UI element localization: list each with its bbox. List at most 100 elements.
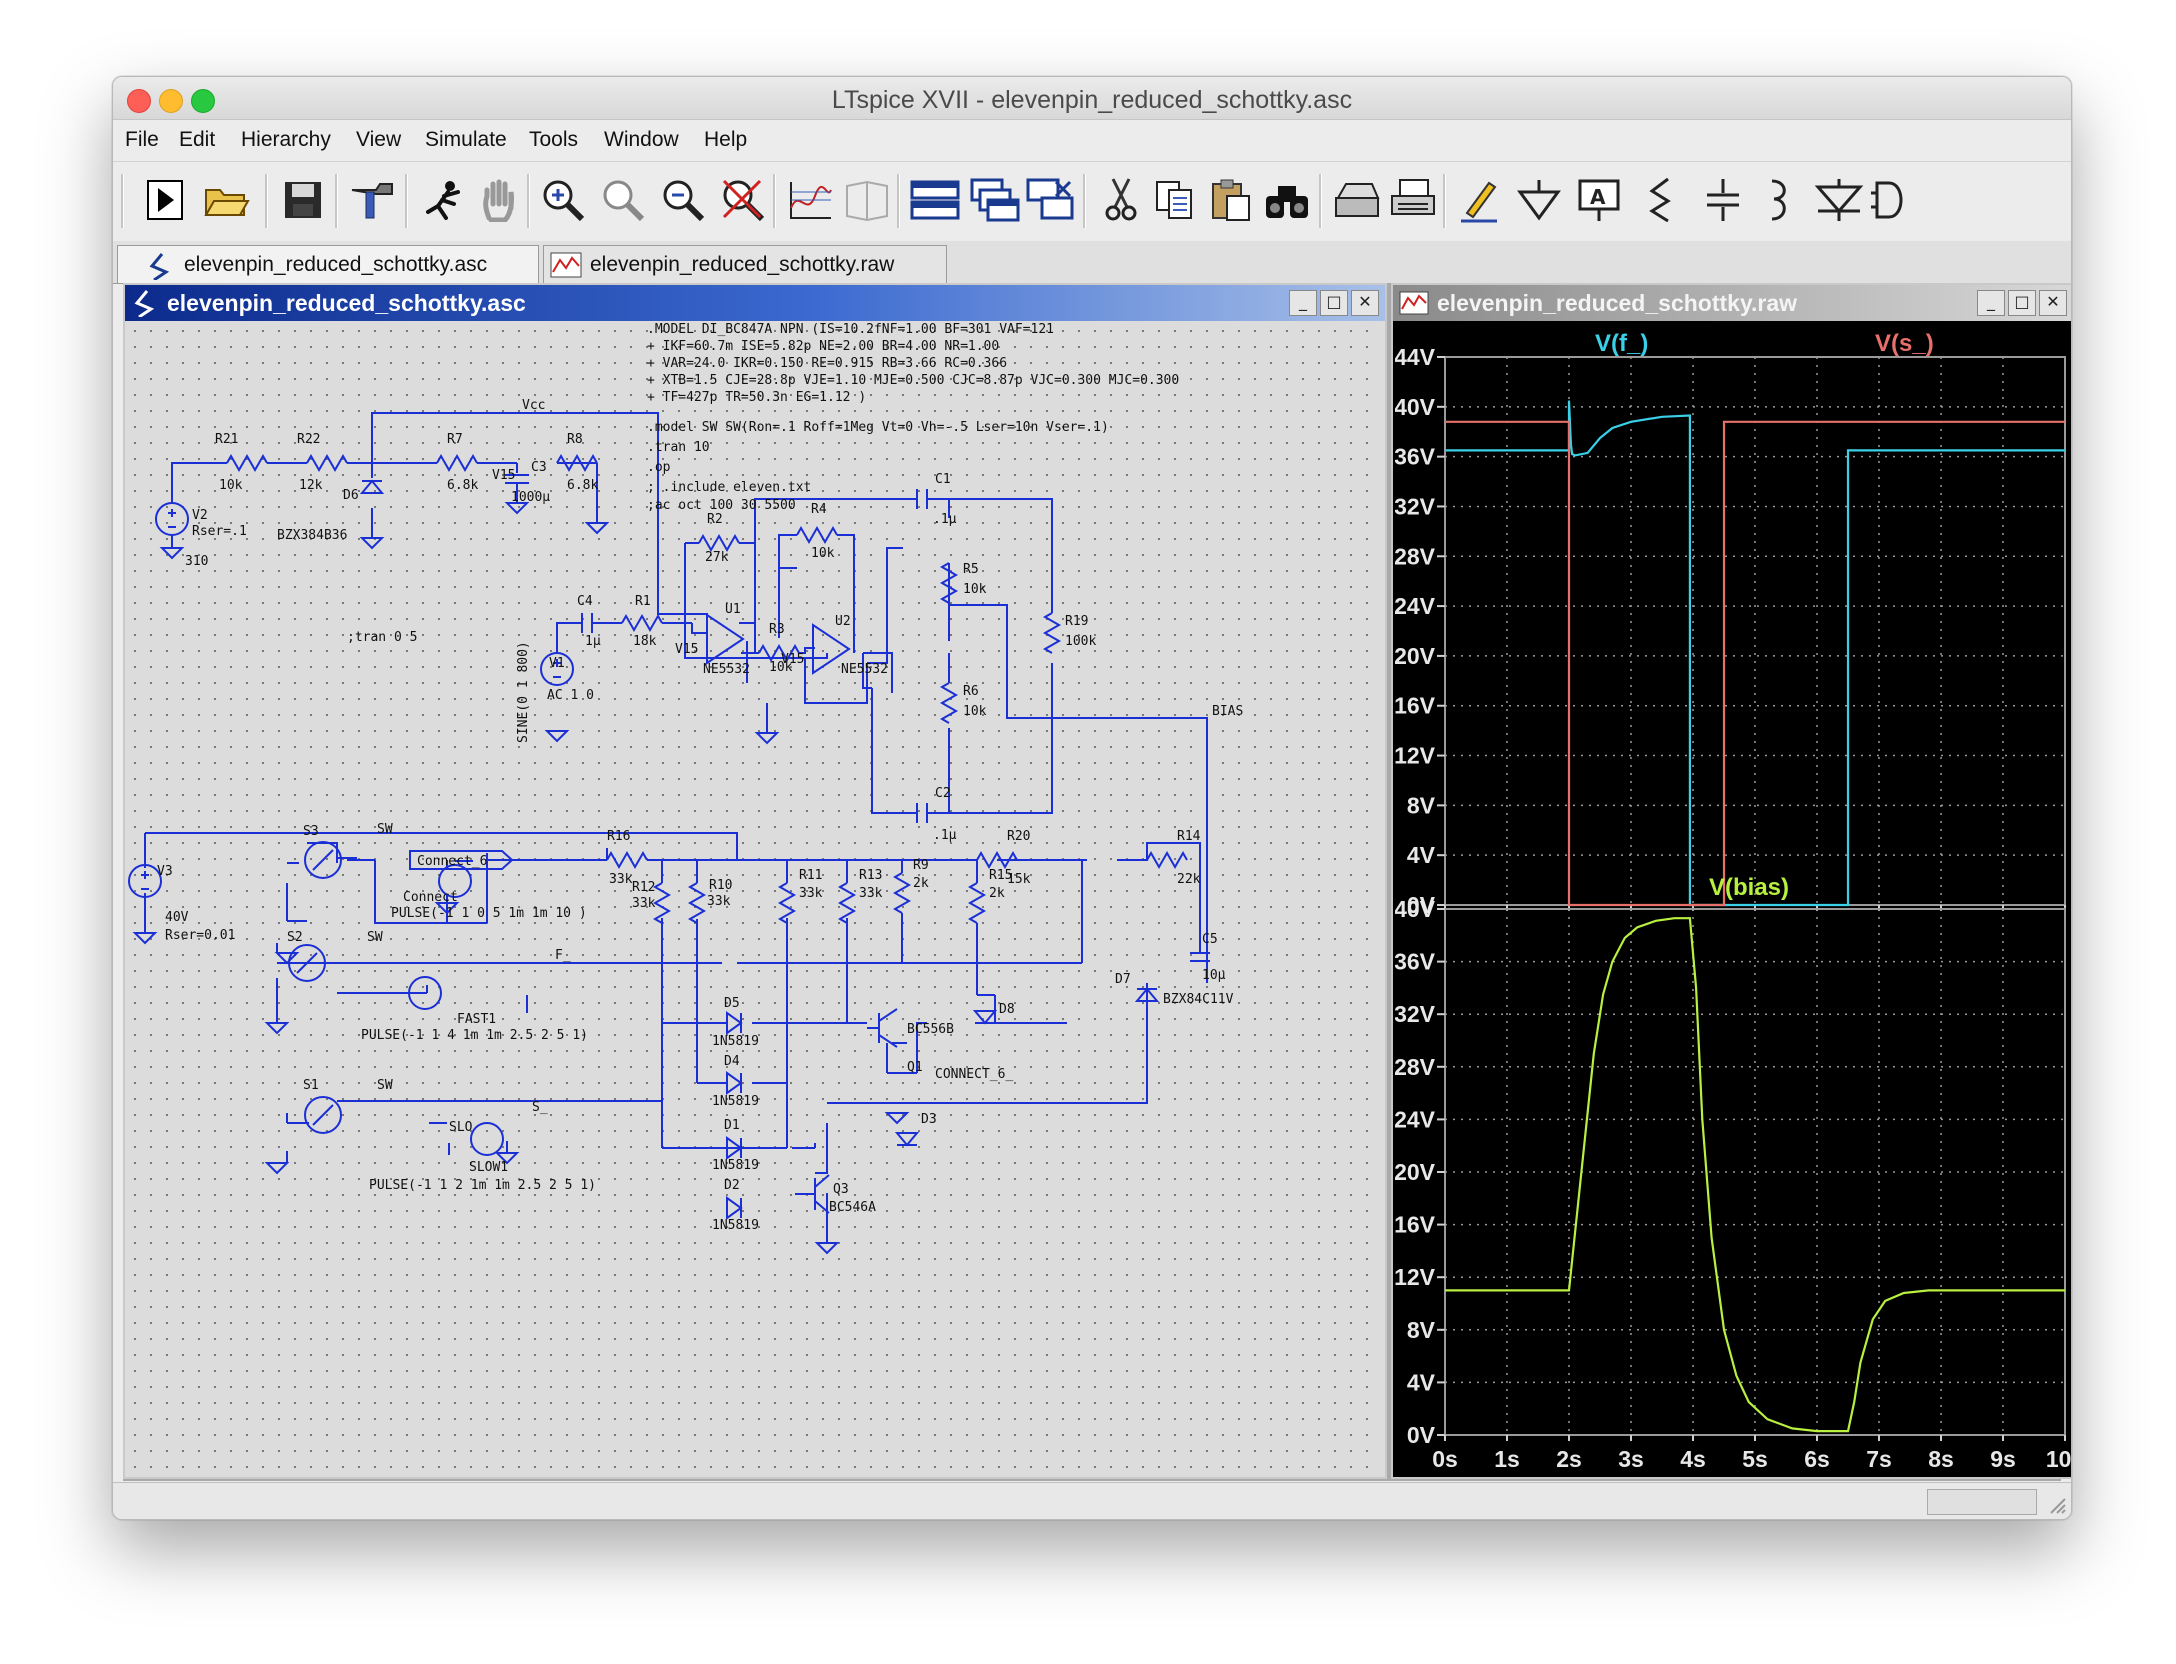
y-tick-label: 8V: [1407, 1317, 1436, 1343]
menu-view[interactable]: View: [356, 128, 402, 151]
series-vbias[interactable]: [1445, 917, 2065, 1433]
svg-text:100k: 100k: [1065, 634, 1096, 649]
ground-icon[interactable]: [1513, 170, 1565, 230]
minimize-button[interactable]: _: [1289, 290, 1317, 316]
y-tick-label: 12V: [1395, 1264, 1436, 1290]
component-icon[interactable]: [1869, 170, 1909, 230]
svg-text:10µ: 10µ: [1202, 968, 1226, 983]
directive-3: + VAR=24.0 IKR=0.150 RE=0.915 RB=3.66 RC…: [647, 356, 1007, 371]
waveform-maximize-button[interactable]: □: [2008, 290, 2036, 316]
zoom-window-button[interactable]: [191, 89, 215, 113]
svg-text:.1µ: .1µ: [933, 828, 957, 843]
document-tabs: elevenpin_reduced_schottky.asc elevenpin…: [113, 241, 2071, 284]
save-icon[interactable]: [277, 170, 329, 230]
control-panel-icon[interactable]: [347, 170, 399, 230]
menu-window[interactable]: Window: [604, 128, 679, 151]
print-icon[interactable]: [1387, 170, 1439, 230]
find-icon[interactable]: [1261, 170, 1313, 230]
diode-icon[interactable]: [1813, 170, 1865, 230]
svg-text:33k: 33k: [707, 894, 731, 909]
svg-text:BZX384B36: BZX384B36: [277, 528, 347, 543]
plot-settings-icon[interactable]: [841, 170, 893, 230]
close-all-icon[interactable]: [1025, 170, 1077, 230]
autorange-icon[interactable]: [785, 170, 837, 230]
svg-text:BZX84C11V: BZX84C11V: [1163, 992, 1234, 1007]
cascade-icon[interactable]: [969, 170, 1021, 230]
menu-hierarchy[interactable]: Hierarchy: [241, 128, 331, 151]
menu-help[interactable]: Help: [704, 128, 748, 151]
resistor-R9: [892, 872, 912, 914]
pan-icon[interactable]: [473, 170, 525, 230]
y-tick-label: 0V: [1407, 1422, 1436, 1448]
trace-label-vbias[interactable]: V(bias): [1709, 874, 1789, 901]
waveform-window-titlebar[interactable]: elevenpin_reduced_schottky.raw _ □ ✕: [1393, 285, 2071, 321]
schematic-window-titlebar[interactable]: elevenpin_reduced_schottky.asc _ □ ✕: [125, 285, 1385, 321]
svg-text:C4: C4: [577, 594, 593, 609]
run-icon[interactable]: [139, 170, 191, 230]
title-bar[interactable]: LTspice XVII - elevenpin_reduced_schottk…: [113, 77, 2071, 120]
zoom-fit-icon[interactable]: [717, 170, 769, 230]
schematic-canvas[interactable]: .MODEL DI_BC847A NPN (IS=10.2fNF=1.00 BF…: [127, 323, 1379, 1473]
schematic-window-title: elevenpin_reduced_schottky.asc: [167, 289, 526, 316]
source-V3: [128, 864, 162, 898]
svg-text:R19: R19: [1065, 614, 1088, 629]
label-icon[interactable]: A: [1573, 170, 1625, 230]
svg-text:R7: R7: [447, 432, 463, 447]
paste-icon[interactable]: [1205, 170, 1257, 230]
minimize-window-button[interactable]: [159, 89, 183, 113]
x-tick-label: 1s: [1494, 1446, 1520, 1472]
print-setup-icon[interactable]: [1331, 170, 1383, 230]
tile-icon[interactable]: [909, 170, 961, 230]
zoom-pan-icon[interactable]: [597, 170, 649, 230]
zoom-out-icon[interactable]: [657, 170, 709, 230]
inductor-icon[interactable]: [1753, 170, 1805, 230]
svg-text:Q3: Q3: [833, 1182, 849, 1197]
y-tick-label: 0V: [1407, 892, 1436, 918]
svg-text:D3: D3: [921, 1112, 937, 1127]
svg-text:R22: R22: [297, 432, 320, 447]
waveform-minimize-button[interactable]: _: [1977, 290, 2005, 316]
menu-simulate[interactable]: Simulate: [425, 128, 507, 151]
close-button[interactable]: ✕: [1351, 290, 1379, 316]
resize-grip-icon[interactable]: [2047, 1495, 2067, 1515]
directive-10: ;ac oct 100 30 5500: [647, 498, 796, 513]
copy-icon[interactable]: [1149, 170, 1201, 230]
schematic-window[interactable]: elevenpin_reduced_schottky.asc _ □ ✕: [123, 283, 1387, 1479]
ground: [159, 547, 185, 560]
tab-waveform[interactable]: elevenpin_reduced_schottky.raw: [543, 245, 947, 283]
open-icon[interactable]: [201, 170, 253, 230]
close-window-button[interactable]: [127, 89, 151, 113]
opamp-U1: [706, 613, 745, 665]
maximize-button[interactable]: □: [1320, 290, 1348, 316]
y-tick-label: 12V: [1395, 743, 1436, 769]
resistor-icon[interactable]: [1635, 170, 1687, 230]
tab-schematic[interactable]: elevenpin_reduced_schottky.asc: [117, 245, 539, 283]
net-connect6b: CONNECT_6_: [935, 1067, 1013, 1082]
series-vs[interactable]: [1445, 420, 2065, 907]
source-connect: [438, 864, 472, 898]
menu-tools[interactable]: Tools: [529, 128, 579, 151]
svg-text:D6: D6: [343, 488, 359, 503]
capacitor-C2: [916, 803, 928, 823]
directive-11: ;tran 0 5: [347, 630, 417, 645]
menu-file[interactable]: File: [125, 128, 159, 151]
series-vf[interactable]: [1445, 400, 2065, 907]
waveform-close-button[interactable]: ✕: [2039, 290, 2067, 316]
net-vcc: Vcc: [522, 398, 545, 413]
capacitor-C5: [1190, 952, 1210, 962]
y-tick-label: 36V: [1395, 444, 1436, 470]
svg-text:S1: S1: [303, 1078, 319, 1093]
wire-icon[interactable]: [1453, 170, 1505, 230]
menu-edit[interactable]: Edit: [179, 128, 216, 151]
waveform-window[interactable]: elevenpin_reduced_schottky.raw _ □ ✕ 44V…: [1391, 283, 2071, 1479]
capacitor-icon[interactable]: [1697, 170, 1749, 230]
cut-icon[interactable]: [1095, 170, 1147, 230]
trace-label-vs[interactable]: V(s_): [1875, 330, 1934, 357]
diode-D1: [726, 1136, 743, 1160]
zoom-in-icon[interactable]: [537, 170, 589, 230]
halt-icon[interactable]: [417, 170, 469, 230]
trace-label-vf[interactable]: V(f_): [1595, 330, 1648, 357]
resistor-R3: [758, 643, 800, 663]
